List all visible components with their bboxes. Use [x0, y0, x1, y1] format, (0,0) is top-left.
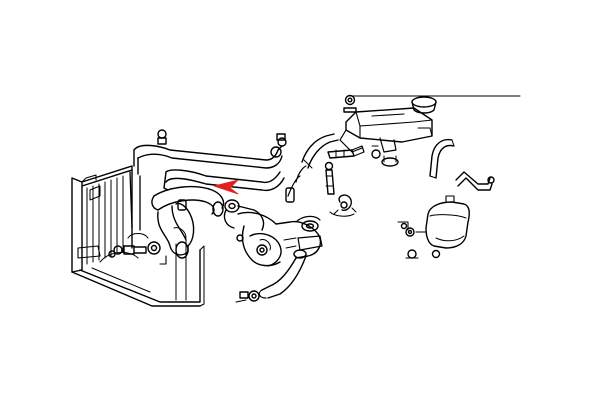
small-vertical-hose	[324, 161, 335, 195]
upper-radiator-hose	[151, 185, 225, 217]
water-pump-housing	[236, 211, 323, 267]
overflow-hose	[429, 138, 455, 179]
mounting-bracket	[455, 171, 495, 191]
overflow-reservoir	[405, 195, 470, 259]
expansion-tank	[339, 107, 433, 167]
hose-clamps-center	[329, 194, 357, 217]
upper-connector-hose	[285, 133, 339, 203]
red-pointer-arrow	[213, 179, 239, 195]
lower-radiator-hose	[157, 199, 195, 259]
heater-hoses	[129, 133, 287, 231]
bolts-and-washers-top	[157, 94, 357, 145]
coolant-level-sensor	[327, 145, 381, 159]
thermostat-housing	[223, 199, 265, 231]
small-fasteners	[397, 221, 419, 259]
radiator	[71, 165, 205, 307]
bolts-and-washers-lower	[235, 290, 260, 303]
reservoir-cap	[411, 95, 437, 114]
bolts-and-washers-left	[108, 232, 167, 265]
